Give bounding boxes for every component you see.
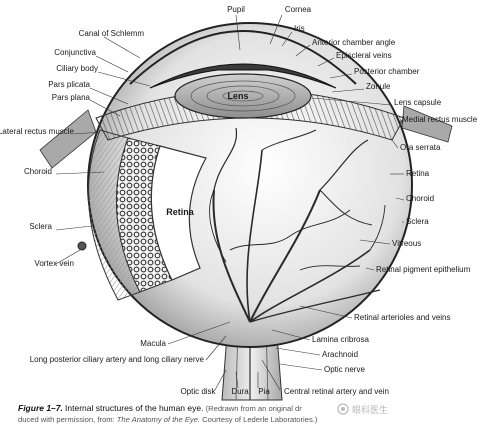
- watermark: 眼科医生: [334, 402, 392, 416]
- figure-source-book: The Anatomy of the Eye.: [116, 415, 201, 424]
- label-pars-plicata: Pars plicata: [48, 80, 90, 89]
- label-lamina-cribrosa: Lamina cribrosa: [312, 335, 369, 344]
- label-iris: Iris: [294, 24, 305, 33]
- label-pars-plana: Pars plana: [52, 93, 91, 102]
- label-arachnoid: Arachnoid: [322, 350, 358, 359]
- label-lateral-rectus-text: Lateral rectus muscle: [0, 127, 75, 136]
- label-medial-rectus: Medial rectus muscle: [402, 115, 478, 124]
- vortex-vein-shape: [77, 241, 87, 251]
- lateral-rectus-shape: [39, 109, 97, 169]
- label-macula: Macula: [140, 339, 166, 348]
- lens-label: Lens: [227, 91, 248, 101]
- label-vitreous: Vitreous: [392, 239, 421, 248]
- lens-shape: [174, 73, 312, 119]
- label-pupil: Pupil: [227, 5, 245, 14]
- figure-source-3: Courtesy of Lederle Laboratories.): [200, 415, 318, 424]
- label-vortex-vein: Vortex vein: [34, 259, 74, 268]
- watermark-text: 眼科医生: [352, 405, 389, 416]
- label-ora-serrata: Ora serrata: [400, 143, 441, 152]
- label-retinal-arterioles: Retinal arterioles and veins: [354, 313, 451, 322]
- label-anterior-chamber-angle: Anterior chamber angle: [312, 38, 396, 47]
- label-canal-of-schlemm: Canal of Schlemm: [79, 29, 145, 38]
- label-conjunctiva: Conjunctiva: [54, 48, 96, 57]
- watermark-logo-icon: [337, 403, 349, 415]
- medial-rectus-shape: [401, 105, 453, 143]
- fundus-vessels: [209, 127, 386, 323]
- label-central-retinal-artery: Central retinal artery and vein: [284, 387, 389, 396]
- leader-lines: [55, 14, 405, 391]
- figure-caption: Figure 1–7. Internal structures of the h…: [18, 403, 468, 425]
- label-zonule: Zonule: [366, 82, 391, 91]
- label-lens-capsule: Lens capsule: [394, 98, 442, 107]
- retina-inner-label: Retina: [166, 207, 195, 217]
- label-choroid-right: Choroid: [406, 194, 434, 203]
- figure-title: Internal structures of the human eye.: [65, 403, 204, 413]
- cornea-shape: [129, 30, 357, 85]
- cutaway-layers: [88, 129, 207, 301]
- label-retina-right: Retina: [406, 169, 430, 178]
- label-optic-disk: Optic disk: [180, 387, 216, 396]
- label-ciliary-body: Ciliary body: [56, 64, 98, 73]
- label-optic-nerve: Optic nerve: [324, 365, 365, 374]
- label-choroid-left: Choroid: [24, 167, 52, 176]
- figure-source-1: (Redrawn from an original dr: [205, 404, 302, 413]
- label-sclera-right: Sclera: [406, 217, 429, 226]
- iris-shape: [149, 63, 337, 89]
- label-rpe: Retinal pigment epithelium: [376, 265, 471, 274]
- label-cornea: Cornea: [285, 5, 312, 14]
- label-sclera-left: Sclera: [29, 222, 52, 231]
- label-posterior-chamber: Posterior chamber: [354, 67, 420, 76]
- label-lateral-rectus: Lateral rectus muscle: [0, 127, 75, 136]
- label-long-posterior-ciliary: Long posterior ciliary artery and long c…: [30, 355, 205, 364]
- label-pia: Pia: [258, 387, 270, 396]
- figure-source-2: duced with permission, from:: [18, 415, 117, 424]
- figure-number: Figure 1–7.: [18, 403, 63, 413]
- label-dura: Dura: [231, 387, 249, 396]
- label-episcleral-veins: Episcleral veins: [336, 51, 392, 60]
